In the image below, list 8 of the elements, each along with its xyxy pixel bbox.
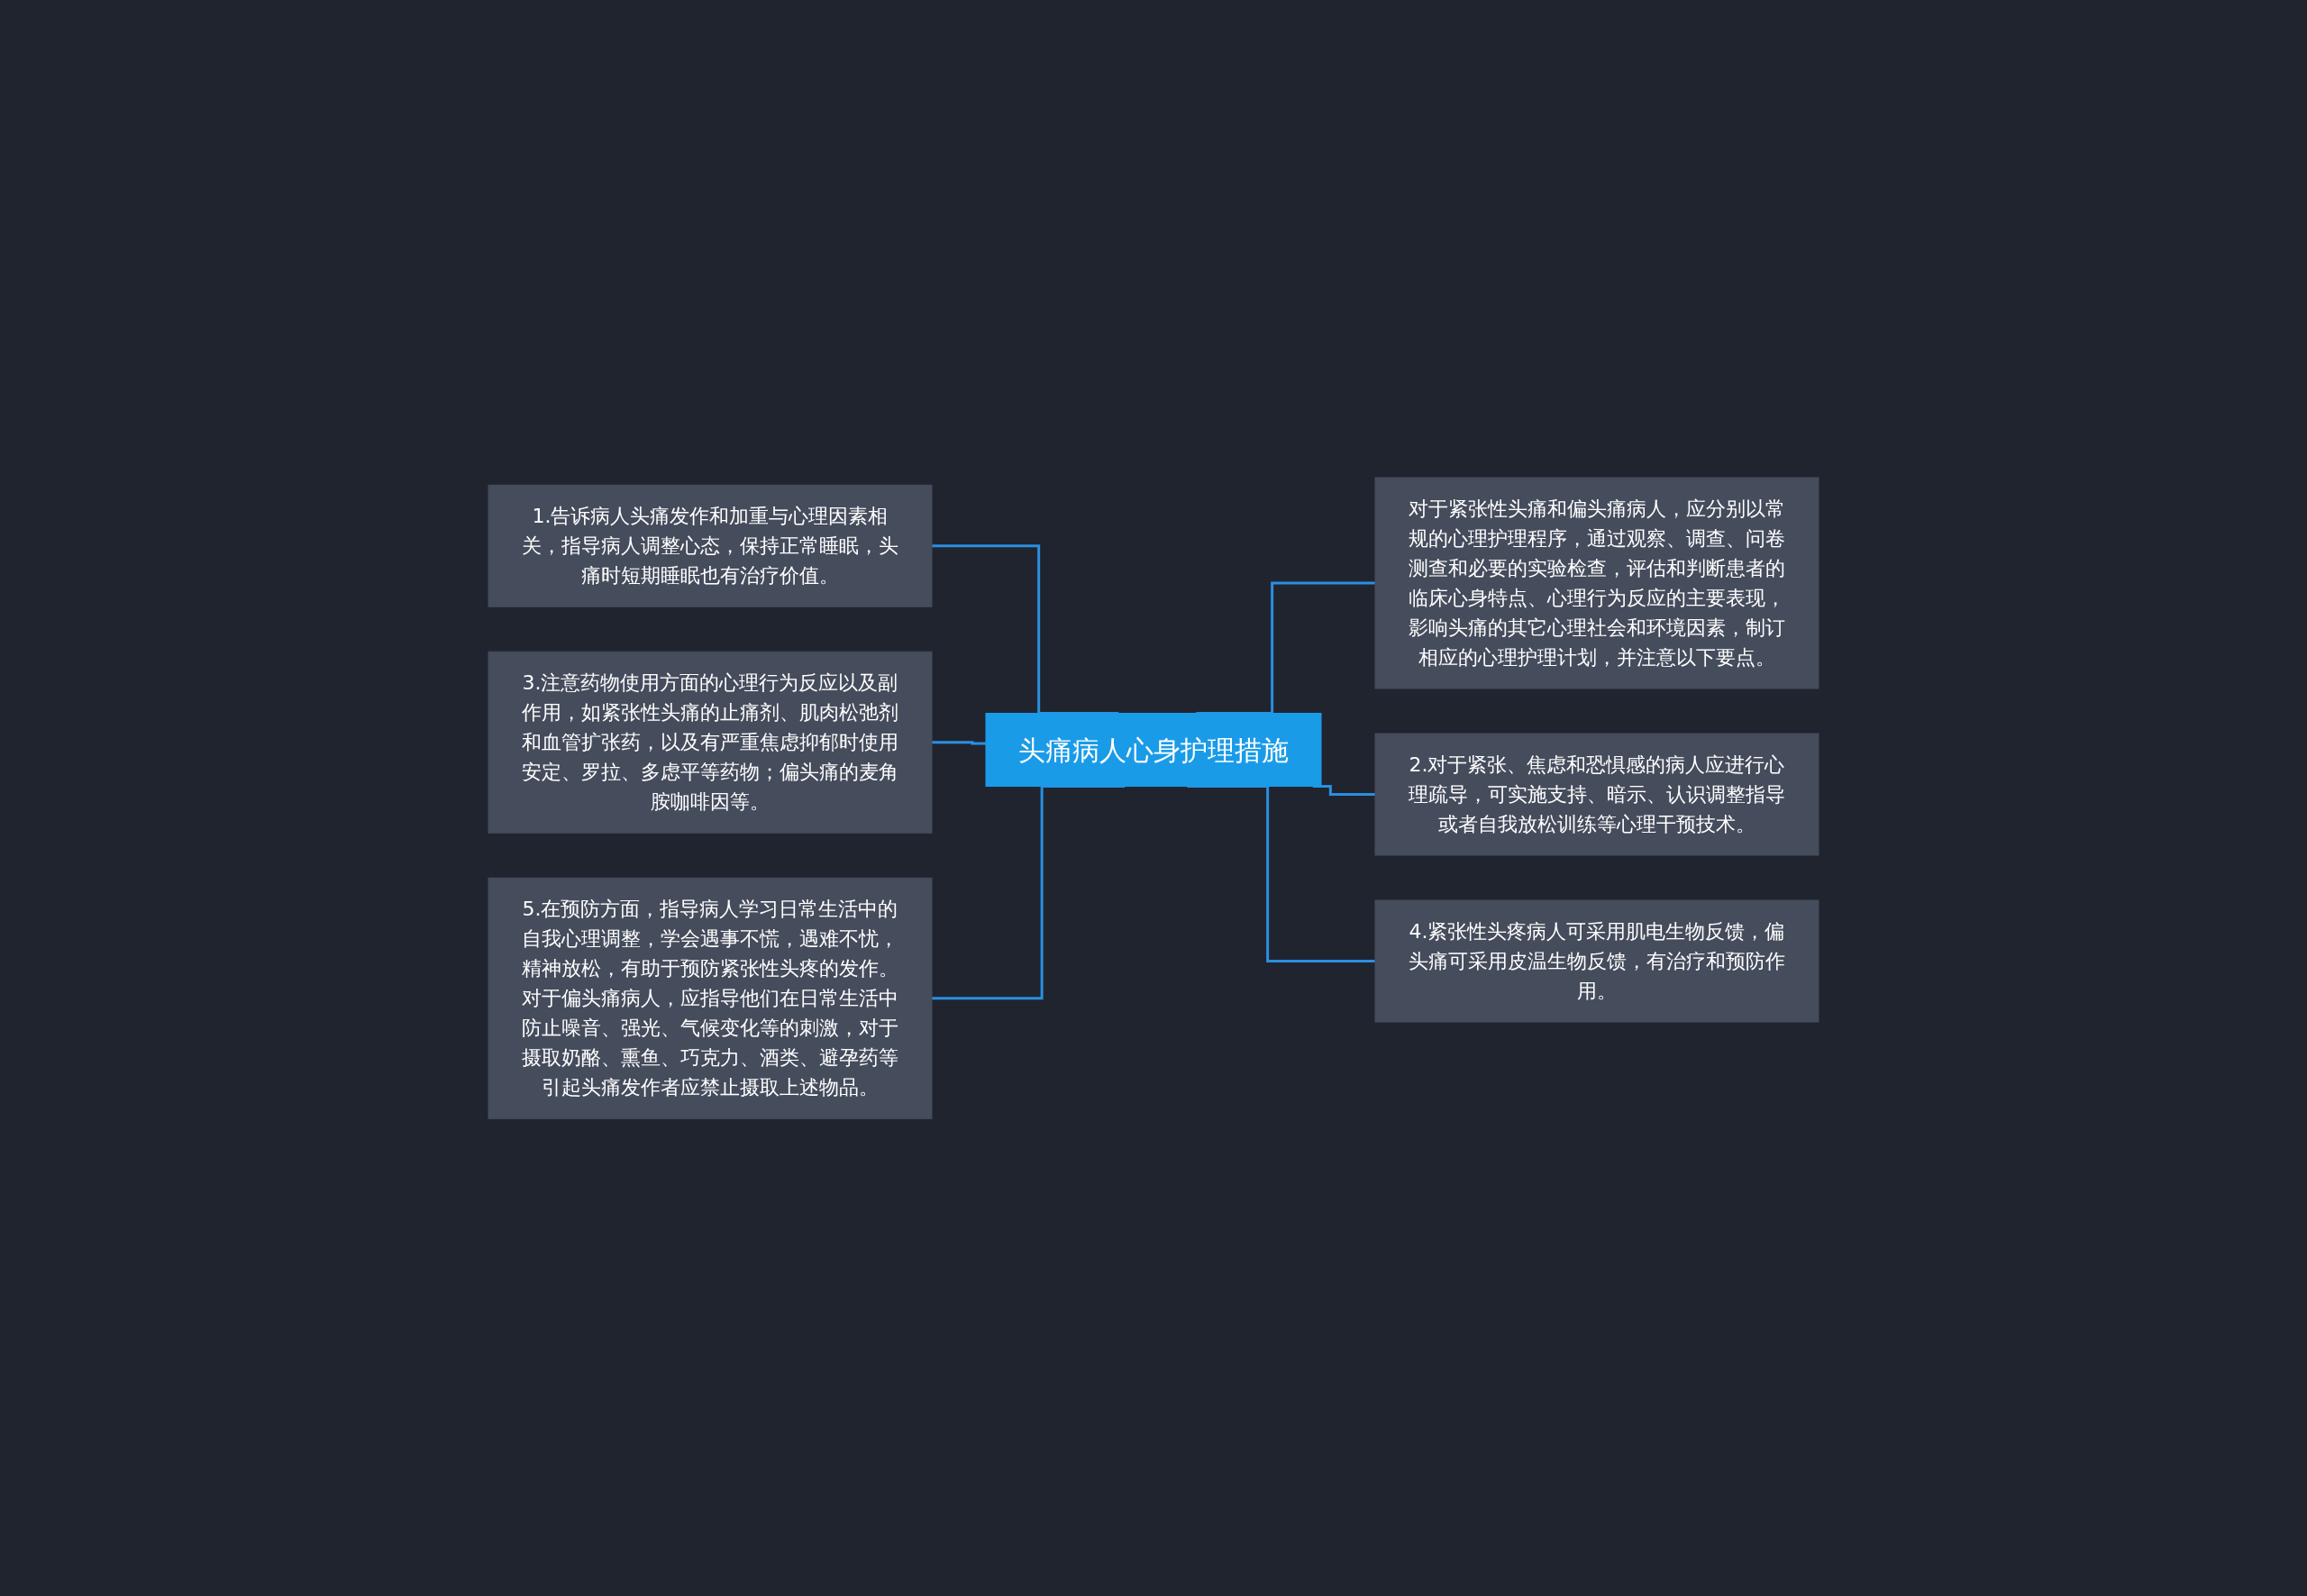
node-box: 4.紧张性头疼病人可采用肌电生物反馈，偏头痛可采用皮温生物反馈，有治疗和预防作用。 [1374, 899, 1819, 1023]
node-box: 1.告诉病人头痛发作和加重与心理因素相关，指导病人调整心态，保持正常睡眠，头痛时短期睡眠也有治疗价值。 [488, 484, 933, 607]
node-box: 5.在预防方面，指导病人学习日常生活中的自我心理调整，学会遇事不慌，遇难不忧，精神放松，有助于预防紧张性头疼的发作。对于偏头痛病人，应指导他们在日常生活中防止噪音、强光、气候变化等的刺激，对于摄取奶酪、熏鱼、巧克力、酒类、避孕药等引起头痛发作者应禁止摄取上述物品。 [488, 877, 933, 1119]
node-box: 对于紧张性头痛和偏头痛病人，应分别以常规的心理护理程序，通过观察、调查、问卷测查和必要的实验检查，评估和判断患者的临床心身特点、心理行为反应的主要表现，影响头痛的其它心理社会和环境因素，制订相应的心理护理计划，并注意以下要点。 [1374, 477, 1819, 689]
connector [932, 741, 986, 745]
node-box: 2.对于紧张、焦虑和恐惧感的病人应进行心理疏导，可实施支持、暗示、认识调整指导或者自我放松训练等心理干预技术。 [1374, 733, 1819, 856]
node-box: 头痛病人心身护理措施 [985, 712, 1322, 787]
node-box: 3.注意药物使用方面的心理行为反应以及副作用，如紧张性头痛的止痛剂、肌肉松弛剂和血管扩张药，以及有严重焦虑抑郁时使用安定、罗拉、多虑平等药物；偏头痛的麦角胺咖啡因等。 [488, 651, 933, 834]
